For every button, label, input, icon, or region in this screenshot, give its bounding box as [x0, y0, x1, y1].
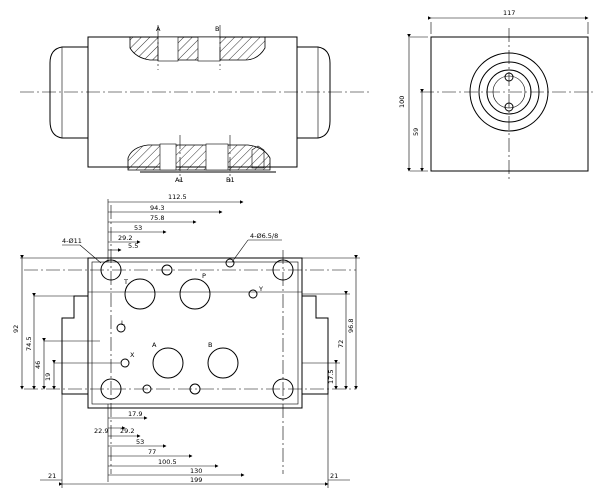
- right-dim-72: 72: [337, 340, 345, 348]
- plan-port-label-x: X: [130, 351, 135, 359]
- top-dim-112-5: 112.5: [168, 193, 187, 201]
- right-dim-17-5: 17.5: [327, 370, 335, 384]
- callout-mount-holes: 4-Ø11: [62, 237, 82, 245]
- section-port-label-b1: B1: [226, 176, 235, 184]
- bottom-dim-199: 199: [190, 476, 202, 484]
- right-dim-96-8: 96.8: [347, 319, 355, 333]
- top-dim-5-5: 5.5: [128, 242, 138, 250]
- plan-port-label-a: A: [152, 341, 157, 349]
- bottom-dim-22-9: 22.9: [94, 427, 108, 435]
- top-dim-75-8: 75.8: [150, 214, 164, 222]
- callout-pin-holes: 4-Ø6.5/8: [250, 232, 278, 240]
- plan-port-label-b: B: [208, 341, 212, 349]
- plan-view: T P A B X Y L 112.5 94.3 75.8 53 29.2 5.…: [12, 193, 360, 488]
- bottom-dim-77: 77: [148, 448, 156, 456]
- bottom-dim-53: 53: [136, 438, 144, 446]
- left-dim-19: 19: [44, 373, 52, 381]
- left-dim-46: 46: [34, 361, 42, 369]
- side-view: 117 100 59: [398, 9, 595, 180]
- plan-port-label-p: P: [202, 272, 206, 280]
- section-port-label-a: A: [156, 25, 161, 33]
- plan-port-label-l: L: [121, 319, 125, 327]
- top-dim-94-3: 94.3: [150, 204, 164, 212]
- side-width-label: 117: [503, 9, 515, 17]
- bottom-dim-100-5: 100.5: [158, 458, 177, 466]
- section-port-label-a1: A1: [175, 176, 184, 184]
- left-dim-92: 92: [12, 325, 20, 333]
- section-port-label-b: B: [215, 25, 219, 33]
- left-dim-74-5: 74.5: [25, 337, 33, 351]
- bottom-dim-29-2: 29.2: [120, 427, 134, 435]
- bottom-dim-17-9: 17.9: [128, 410, 142, 418]
- side-center-height-label: 59: [412, 128, 420, 136]
- section-view: A B A1 B1: [20, 25, 370, 184]
- plan-port-label-t: T: [123, 278, 128, 286]
- edge-dim-left: 21: [48, 472, 56, 480]
- top-dim-53: 53: [134, 224, 142, 232]
- top-dim-29-2: 29.2: [118, 234, 132, 242]
- bottom-dim-130: 130: [190, 467, 202, 475]
- edge-dim-right: 21: [330, 472, 338, 480]
- plan-port-label-y: Y: [258, 285, 263, 293]
- side-height-label: 100: [398, 96, 406, 108]
